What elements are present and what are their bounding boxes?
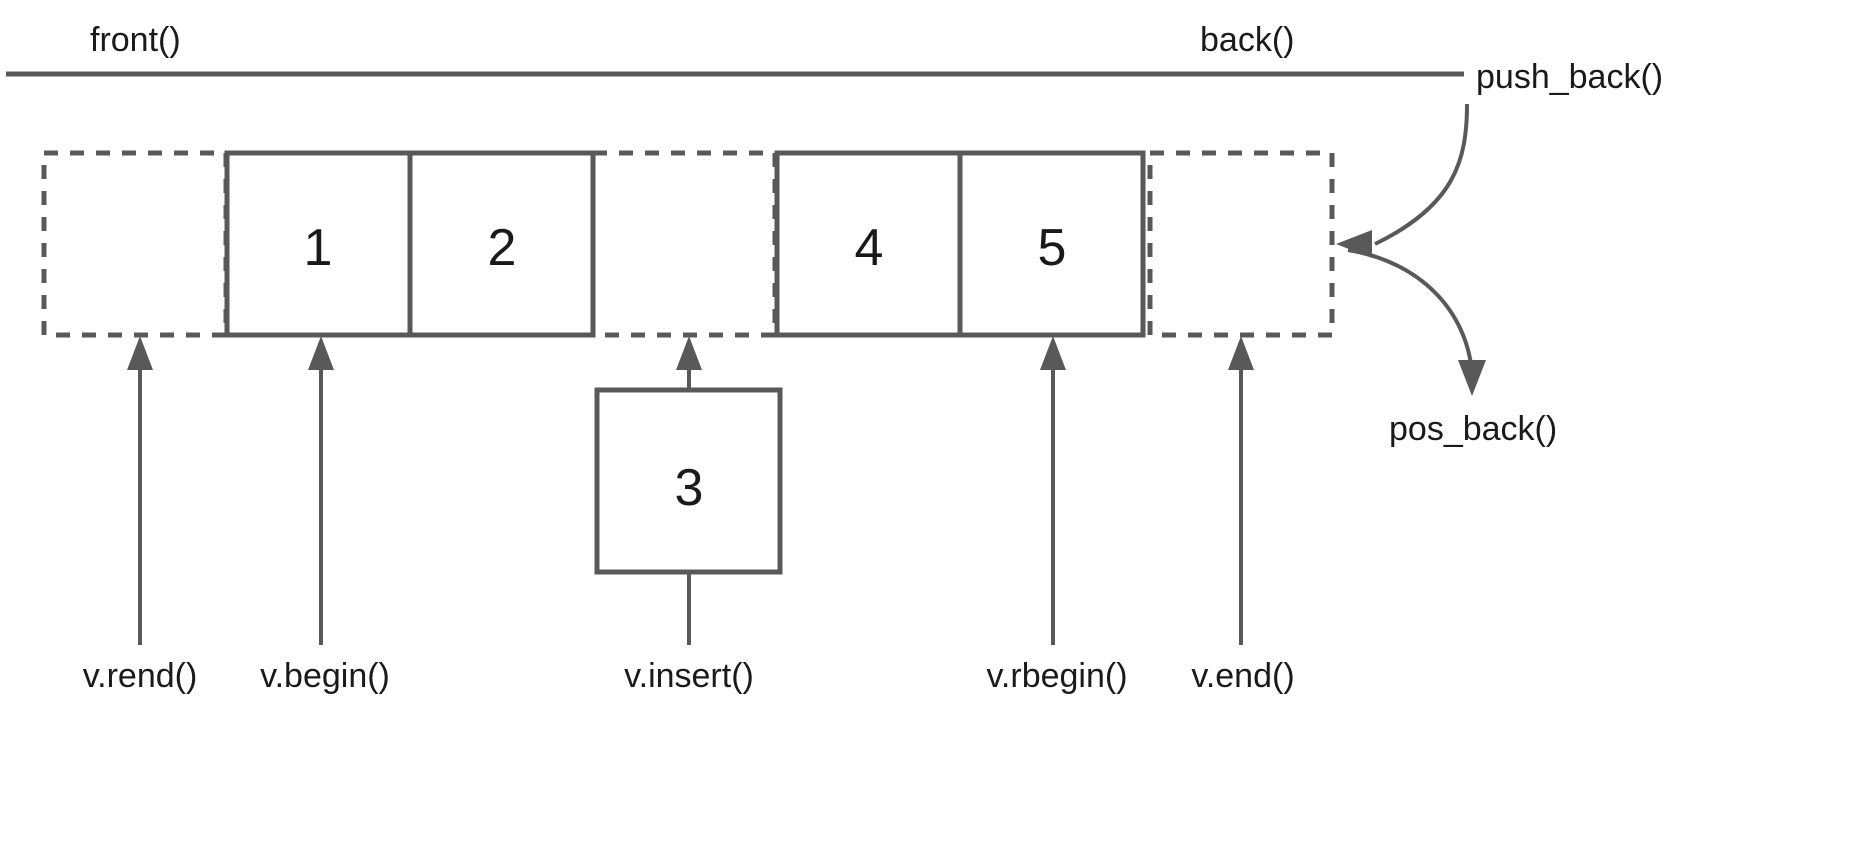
cell-5-fill xyxy=(960,153,1143,335)
slot-right-empty xyxy=(1147,150,1335,338)
label-v-insert: v.insert() xyxy=(624,657,754,695)
label-v-rend: v.rend() xyxy=(83,657,198,695)
cell-4-fill xyxy=(777,153,960,335)
insert-box-value: 3 xyxy=(675,459,704,517)
rbegin-arrow-head xyxy=(1040,336,1066,370)
cell-1-fill xyxy=(227,153,410,335)
rend-arrow-head xyxy=(127,336,153,370)
insert-box-fill xyxy=(597,390,780,572)
cell-2-value: 2 xyxy=(488,219,517,277)
label-v-end: v.end() xyxy=(1191,657,1294,695)
pos-back-label: pos_back() xyxy=(1389,410,1557,448)
insert-up-arrow-head xyxy=(676,336,702,370)
back-label: back() xyxy=(1200,21,1294,59)
label-v-begin: v.begin() xyxy=(260,657,390,695)
cell-5-value: 5 xyxy=(1038,219,1067,277)
cell-1-value: 1 xyxy=(304,219,333,277)
cell-5 xyxy=(957,150,1146,338)
slot-right-empty-fill xyxy=(1150,153,1332,335)
pos-back-arrow-line xyxy=(1347,248,1474,373)
push-back-arrow-line xyxy=(1374,103,1469,246)
front-label: front() xyxy=(90,21,181,59)
cell-2-fill xyxy=(410,153,593,335)
slot-left-empty-fill xyxy=(44,153,226,335)
push-back-arrow-head xyxy=(1336,230,1372,258)
cell-4-value: 4 xyxy=(855,219,884,277)
push-back-label: push_back() xyxy=(1476,58,1663,96)
pos-back-arrow-head xyxy=(1458,360,1486,396)
cell-2 xyxy=(407,150,596,338)
slot-middle-empty-fill xyxy=(593,153,775,335)
end-arrow-head xyxy=(1228,336,1254,370)
begin-arrow-head xyxy=(308,336,334,370)
label-v-rbegin: v.rbegin() xyxy=(986,657,1127,695)
